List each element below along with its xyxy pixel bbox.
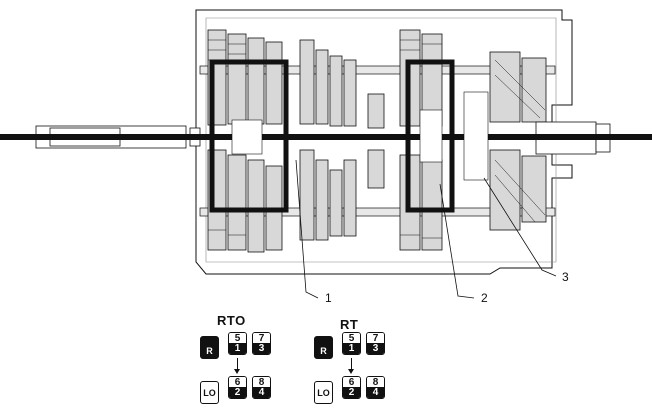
lower-countershaft: [199, 207, 556, 217]
gear-key-bottom: 3: [367, 342, 384, 354]
shift-arrow: [234, 358, 240, 374]
gear-key-8-4: 8 4: [252, 376, 271, 399]
gear-key-6-2: 6 2: [342, 376, 361, 399]
gear-key-bottom: 4: [367, 386, 384, 398]
lower-gear-set: [207, 149, 547, 253]
gear-key-5-1: 5 1: [228, 332, 247, 355]
low-key: LO: [200, 381, 219, 404]
shift-pattern-title: RT: [340, 317, 359, 332]
gear-key-6-2: 6 2: [228, 376, 247, 399]
sliding-clutch: [231, 91, 489, 181]
gear-key-top: 8: [367, 377, 384, 388]
gear-key-top: 6: [343, 377, 360, 388]
gear-key-bottom: 3: [253, 342, 270, 354]
callout-1: 1: [325, 291, 332, 305]
gear-key-bottom: 2: [229, 386, 246, 398]
callout-3: 3: [562, 270, 569, 284]
callout-2: 2: [481, 291, 488, 305]
gear-key-7-3: 7 3: [252, 332, 271, 355]
reverse-key: R: [200, 336, 219, 359]
low-key: LO: [314, 381, 333, 404]
gear-key-bottom: 1: [343, 342, 360, 354]
gear-key-top: 8: [253, 377, 270, 388]
upper-countershaft: [199, 65, 556, 75]
gear-key-5-1: 5 1: [342, 332, 361, 355]
leader-line-1: [295, 159, 319, 299]
main-shaft-overlay: [0, 134, 652, 140]
leader-line-2: [439, 183, 475, 299]
power-flow-path-rear: [405, 59, 455, 213]
gear-key-top: 7: [253, 333, 270, 344]
gear-key-bottom: 1: [229, 342, 246, 354]
reverse-key: R: [314, 336, 333, 359]
gear-teeth-hatching: [208, 39, 546, 239]
gear-key-bottom: 4: [253, 386, 270, 398]
gear-key-bottom: 2: [343, 386, 360, 398]
gear-key-top: 7: [367, 333, 384, 344]
gear-key-top: 5: [229, 333, 246, 344]
gear-key-top: 6: [229, 377, 246, 388]
shift-arrow: [348, 358, 354, 374]
power-flow-path-front: [209, 59, 289, 213]
leader-line-3: [483, 177, 557, 277]
gear-key-7-3: 7 3: [366, 332, 385, 355]
housing-inner-edge: [205, 17, 557, 263]
gear-key-top: 5: [343, 333, 360, 344]
gear-key-8-4: 8 4: [366, 376, 385, 399]
shift-pattern-title: RTO: [217, 313, 246, 328]
